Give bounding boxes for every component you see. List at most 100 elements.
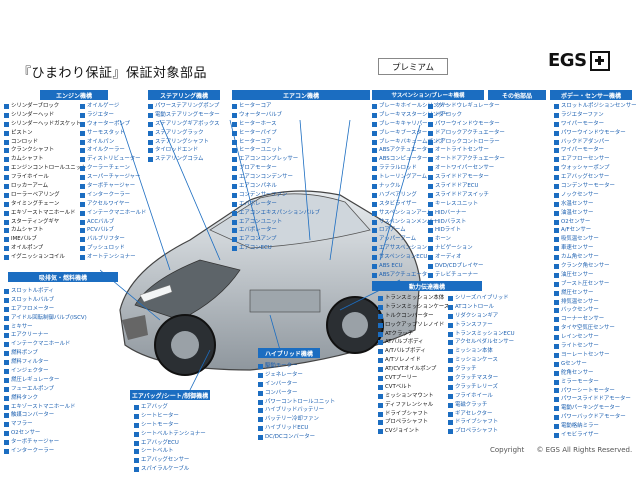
part-label: ウインドウレギュレーター (435, 103, 500, 109)
part-item: O2センサー (554, 218, 636, 227)
bullet-icon (148, 121, 153, 127)
bullet-icon (80, 130, 85, 136)
bullet-icon (378, 313, 383, 319)
part-label: ローラーベアリング (11, 191, 60, 198)
bullet-icon (372, 139, 377, 145)
part-item: バックセンサー (554, 306, 636, 315)
bullet-icon (428, 183, 433, 189)
bullet-icon (134, 413, 139, 419)
part-label: コーナーセンサー (561, 316, 605, 323)
part-item: 油温センサー (554, 209, 636, 218)
part-item: ヒーターパイプ (232, 129, 320, 138)
part-label: クラッチレリーズ (455, 383, 498, 390)
bullet-icon (232, 228, 237, 234)
bullet-icon (134, 467, 139, 473)
bullet-icon (378, 420, 383, 426)
bullet-icon (448, 393, 453, 399)
part-item: ミキサー (4, 323, 87, 332)
part-item: A/Fセンサー (554, 226, 636, 235)
part-label: ラジエターファン (561, 111, 604, 118)
part-item: インタークーラー (80, 191, 146, 200)
bullet-icon (448, 420, 453, 426)
bullet-icon (428, 272, 433, 278)
part-item: スパイラルケーブル (134, 465, 206, 474)
part-label: サーモスタット (87, 129, 125, 136)
bullet-icon (4, 130, 9, 136)
bullet-icon (80, 139, 85, 145)
part-item: タイヤ空気圧センサー (554, 324, 636, 333)
part-item: ミラーモーター (554, 378, 636, 387)
part-item: ATクラッチ (378, 330, 449, 339)
bullet-icon (554, 397, 559, 403)
part-item: 水温センサー (554, 200, 636, 209)
part-item: 燃料フィルター (4, 358, 87, 367)
part-item: ターボチャージャー (80, 182, 146, 191)
part-label: バルブリフター (87, 236, 125, 243)
bullet-icon (554, 237, 559, 243)
bullet-icon (80, 219, 85, 225)
part-label: フューエルポンプ (11, 385, 54, 392)
bullet-icon (232, 219, 237, 225)
part-item: パワーバックドアモーター (554, 413, 636, 422)
part-item: スライドドアモーター (428, 173, 505, 182)
part-label: サスペンションメンバー (379, 218, 438, 225)
part-label: PCVバルブ (87, 227, 114, 234)
part-item: 電動パーキングモーター (554, 404, 636, 413)
part-item: スロットルボディ (4, 287, 87, 296)
part-label: エアバッグセンサー (141, 457, 190, 464)
part-item: ナックル (372, 182, 449, 191)
part-label: オーディオ (435, 254, 462, 261)
part-item: A/Tソレノイド (378, 356, 449, 365)
bullet-icon (258, 417, 263, 423)
part-item: スライドドアECU (428, 182, 505, 191)
bullet-icon (378, 411, 383, 417)
bullet-icon (148, 148, 153, 154)
bullet-icon (378, 367, 383, 373)
part-item: スーパーチャージャー (80, 173, 146, 182)
plus-icon (589, 50, 610, 71)
part-item: エアバッグセンサー (554, 173, 636, 182)
part-label: エアバッグセンサー (561, 174, 610, 181)
part-label: インバーター (265, 380, 298, 387)
part-label: 電磁クラッチ (455, 401, 488, 408)
part-label: 舵角センサー (561, 369, 594, 376)
part-label: エアコンコンデンサー (239, 174, 293, 181)
bullet-icon (448, 375, 453, 381)
part-label: ABSアクチュエーター (379, 271, 433, 278)
part-item: ディストリビューター (80, 155, 146, 164)
part-label: ディストリビューター (87, 156, 141, 163)
part-item: 電磁クラッチ (448, 401, 515, 410)
part-item: クランク角センサー (554, 262, 636, 271)
part-item: ヒーターユニット (232, 146, 320, 155)
part-item: ロアアーム (372, 226, 449, 235)
part-item: シートベルトテンショナー (134, 430, 206, 439)
bullet-icon (372, 219, 377, 225)
part-label: ATクラッチ (385, 330, 414, 337)
bullet-icon (428, 255, 433, 261)
part-item: 燃圧レギュレーター (4, 376, 87, 385)
plan-badge: プレミアム (378, 58, 448, 75)
part-item: ABS ECU (372, 262, 449, 271)
copyright-label: Copyright (490, 446, 525, 454)
part-item: トランスミッションECU (448, 330, 515, 339)
part-label: カム角センサー (561, 254, 599, 261)
bullet-icon (554, 183, 559, 189)
part-item: オートライトセンサー (428, 146, 505, 155)
headlight (139, 284, 173, 303)
part-item: 舵角センサー (554, 369, 636, 378)
part-item: ワイパーモーター (554, 120, 636, 129)
part-item: カムシャフト (4, 155, 86, 164)
bullet-icon (554, 388, 559, 394)
part-label: スパイラルケーブル (141, 466, 190, 473)
part-item: アイドル回転制御バルブ(ISCV) (4, 314, 87, 323)
part-item: シートヒーター (134, 412, 206, 421)
bullet-icon (378, 331, 383, 337)
part-item: エアクリーナー (4, 331, 87, 340)
part-label: パワーコントロールユニット (265, 398, 336, 405)
copyright-rights: © EGS All Rights Reserved. (536, 446, 633, 454)
part-item: エキゾーストマニホールド (4, 209, 86, 218)
part-label: オイルゲージ (87, 103, 120, 109)
bullet-icon (4, 386, 9, 392)
